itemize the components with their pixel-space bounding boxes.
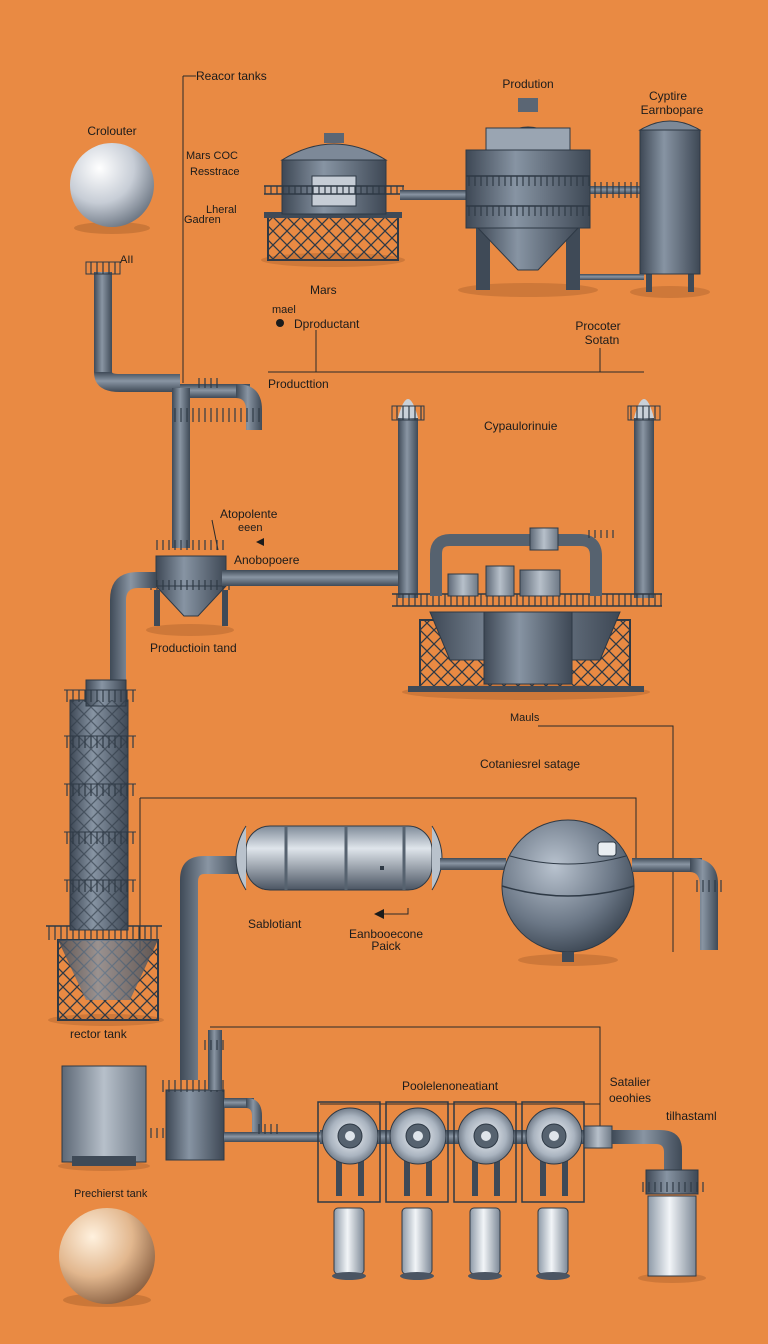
label-oeohies: oeohies [608, 1091, 652, 1105]
pipe-silo [580, 274, 644, 280]
label-procoter: Procoter [575, 319, 621, 333]
label-cyptire: Cyptire [648, 89, 688, 103]
pump-icon-3 [453, 1101, 517, 1280]
reactor-tank-icon [261, 133, 405, 267]
sphere-tank-icon [70, 143, 154, 234]
pipe-top-right-rail [588, 182, 640, 198]
pump-icon-4 [521, 1101, 585, 1280]
label-eanbooecone: Eanbooecone [348, 927, 424, 941]
label-paick: Paick [371, 939, 401, 953]
leader-lines [139, 75, 674, 1135]
spherical-storage-tank-icon [501, 819, 724, 966]
label-production-tand: Productioin tand [150, 641, 237, 655]
receiver-tank-icon [612, 1130, 706, 1283]
label-anobopoere: Anobopoere [234, 553, 300, 567]
label-tilhastaml: tilhastaml [666, 1109, 717, 1123]
pump-row [317, 1101, 660, 1280]
label-sotatn: Sotatn [584, 333, 620, 347]
storage-silo-icon [630, 120, 710, 298]
label-gadren: Gadren [184, 214, 221, 226]
reactor-tank-icon-large [458, 98, 598, 297]
label-satalier: Satalier [609, 1075, 651, 1089]
horizontal-storage-tank-icon [180, 825, 506, 1080]
hopper-tank-icon [146, 540, 234, 636]
label-mauls: Mauls [510, 712, 540, 724]
label-cotaniestrel-satage: Cotaniesrel satage [480, 757, 581, 771]
label-mars-coc: Mars COC [186, 150, 238, 162]
label-resetrace: Resstrace [190, 166, 240, 178]
label-crolouter: Crolouter [87, 124, 137, 138]
label-dproductant: Dproductant [294, 317, 360, 331]
label-sablotiant: Sablotiant [248, 917, 302, 931]
pump-icon-2 [385, 1101, 449, 1280]
pipe-top [400, 190, 476, 200]
rector-tank-icon [58, 1065, 150, 1171]
label-production-mid: Producttion [268, 377, 329, 391]
crystallizer-unit-icon [391, 399, 662, 700]
label-mael: mael [272, 304, 296, 316]
label-mars-mid: Mars [310, 283, 337, 297]
pipe-mid [222, 570, 406, 586]
label-cypaulorinuie: Cypaulorinuie [484, 419, 558, 433]
pipe-mid-left-elbow [110, 572, 156, 680]
label-poolelenor: Poolelenoneatiant [402, 1079, 499, 1093]
pump-icon-1 [317, 1101, 381, 1280]
label-production-top: Prodution [502, 77, 554, 91]
label-lheral: Lheral [206, 204, 237, 216]
label-atopolente: Atopolente [220, 507, 278, 521]
sphere-tank-icon-tan [59, 1208, 155, 1307]
label-prechierst: Prechierst tank [74, 1188, 148, 1200]
label-aii: AII [120, 254, 134, 266]
label-earnbopare: Earnbopare [640, 103, 704, 117]
label-reactor-tanks: Reacor tanks [196, 69, 267, 83]
label-reeen: eeen [238, 522, 263, 534]
label-rector-tank: rector tank [70, 1027, 127, 1041]
pipe-left-route [85, 261, 262, 548]
distillation-column-icon [46, 679, 164, 1026]
arrow-icon [256, 319, 384, 919]
pump-station-icon [148, 1030, 324, 1161]
